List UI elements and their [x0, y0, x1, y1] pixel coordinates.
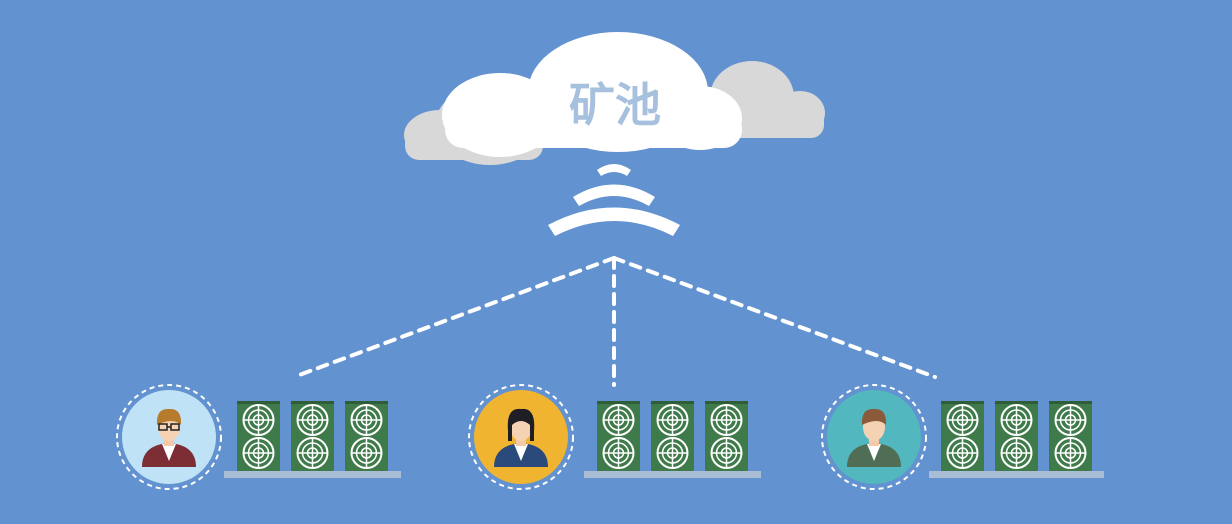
user-group-center — [468, 384, 761, 490]
woman-icon — [474, 390, 568, 484]
user-group-right — [821, 384, 1104, 490]
miner-rig-icon — [237, 401, 280, 471]
miner-rig-icon — [291, 401, 334, 471]
miner-shelf — [929, 471, 1104, 478]
avatar-ring — [468, 384, 574, 490]
connector-right — [612, 256, 937, 379]
cloud-label: 矿池 — [569, 78, 661, 132]
miner-shelf — [224, 471, 401, 478]
miner-rig-icon — [941, 401, 984, 471]
pool-cloud: 矿池 — [404, 32, 825, 165]
connector-left — [292, 256, 616, 379]
miner-shelf — [584, 471, 761, 478]
connector-lines — [292, 256, 937, 387]
avatar-ring — [821, 384, 927, 490]
man-icon — [827, 390, 921, 484]
avatar-ring — [116, 384, 222, 490]
miner-rig-icon — [1049, 401, 1092, 471]
miner-rig-icon — [345, 401, 388, 471]
cloud-white-main — [442, 32, 742, 157]
miner-rig-icon — [705, 401, 748, 471]
miner-rig-icon — [995, 401, 1038, 471]
miner-rig-icon — [597, 401, 640, 471]
signal-icon — [548, 164, 680, 236]
miner-rig-icon — [651, 401, 694, 471]
man-with-glasses-icon — [122, 390, 216, 484]
user-group-left — [116, 384, 401, 490]
